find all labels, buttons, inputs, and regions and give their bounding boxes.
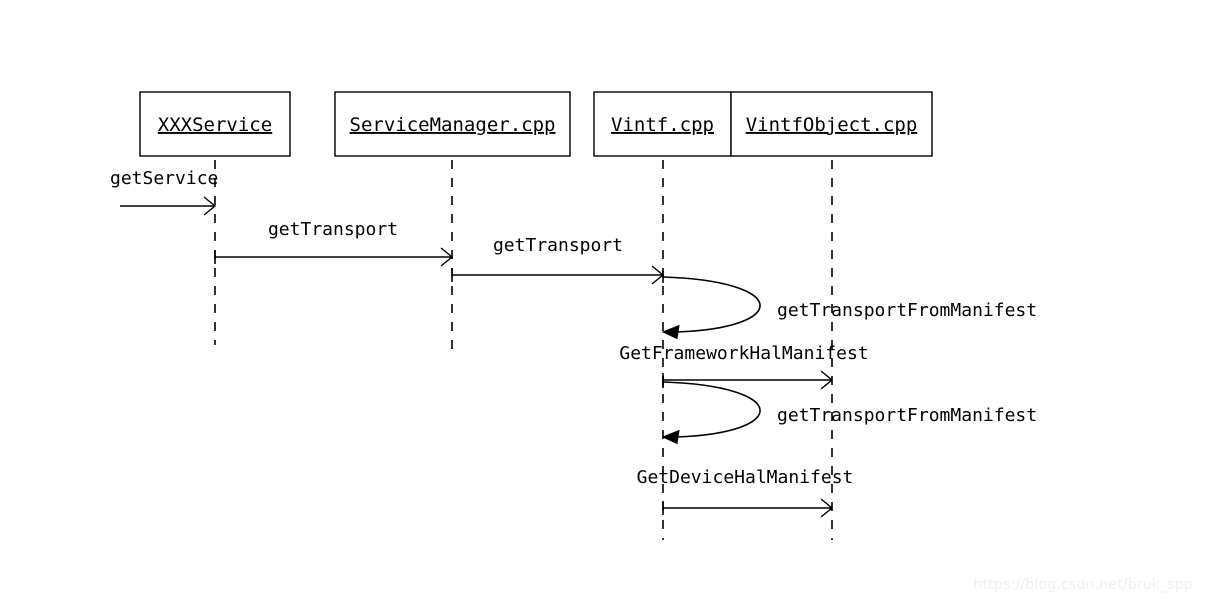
message-m7[interactable]: GetDeviceHalManifest <box>637 467 854 518</box>
messages-group: getService getTransport getTransport getTra… <box>110 168 1037 518</box>
message-label: GetDeviceHalManifest <box>637 467 854 488</box>
arrowhead-open <box>820 498 834 518</box>
lifelines-group: XXXService ServiceManager.cpp Vintf.cpp Vin… <box>139 91 933 540</box>
participant-box <box>593 91 732 157</box>
arrowhead-open <box>820 370 834 390</box>
self-loop-curve <box>662 276 761 333</box>
arrowhead-filled <box>661 324 680 340</box>
participant-label: XXXService <box>158 114 272 136</box>
message-label: getTransport <box>268 219 398 240</box>
message-label: GetFrameworkHalManifest <box>619 343 868 364</box>
message-m2[interactable]: getTransport <box>214 219 454 267</box>
message-m1[interactable]: getService <box>110 168 218 216</box>
participant-vintf[interactable]: Vintf.cpp <box>593 91 732 540</box>
arrowhead-filled <box>661 429 680 445</box>
participant-label: VintfObject.cpp <box>746 114 918 136</box>
message-label: getService <box>110 168 218 189</box>
participant-vintfobject[interactable]: VintfObject.cpp <box>730 91 933 540</box>
message-label: getTransport <box>493 235 623 256</box>
participant-servicemanager[interactable]: ServiceManager.cpp <box>334 91 571 351</box>
participant-label: Vintf.cpp <box>611 114 714 136</box>
self-loop-curve <box>662 381 761 438</box>
participant-label: ServiceManager.cpp <box>350 114 556 136</box>
message-m6[interactable]: getTransportFromManifest <box>661 376 1037 445</box>
participant-box <box>334 91 571 157</box>
watermark-text: https://blog.csdn.net/bruk_spp <box>973 577 1193 593</box>
message-m4[interactable]: getTransportFromManifest <box>661 271 1037 340</box>
participant-xxxservice[interactable]: XXXService <box>139 91 291 345</box>
message-label: getTransportFromManifest <box>777 405 1037 426</box>
message-m5[interactable]: GetFrameworkHalManifest <box>619 343 869 390</box>
arrowhead-open <box>440 247 454 267</box>
message-m3[interactable]: getTransport <box>451 235 665 285</box>
participant-box <box>139 91 291 157</box>
participant-box <box>730 91 933 157</box>
message-label: getTransportFromManifest <box>777 300 1037 321</box>
arrowhead-open <box>203 196 217 216</box>
